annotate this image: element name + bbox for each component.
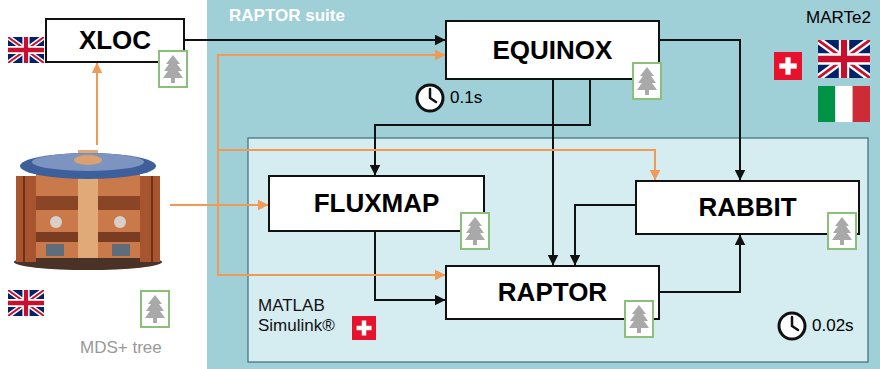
swiss-flag: [774, 52, 802, 80]
signal-arrow: [575, 205, 635, 265]
tree-icon-frame: [461, 213, 489, 249]
tokamak-illustration: [24, 176, 152, 262]
process-box: EQUINOX: [445, 20, 660, 80]
tree-icon-shape: [145, 295, 165, 323]
signal-arrow: [660, 235, 740, 292]
signal-arrow: [375, 80, 590, 175]
tree-icon-frame: [159, 51, 187, 87]
tokamak-illustration: [20, 153, 156, 179]
tree-icon: [460, 212, 490, 250]
tree-icon-frame: [625, 301, 653, 337]
uk-flag: [8, 37, 44, 63]
tree-icon: [158, 50, 188, 88]
tree-icon-frame: [633, 63, 661, 99]
tree-icon-shape: [832, 217, 852, 245]
italy-flag: [818, 86, 870, 122]
clock-icon: [779, 313, 805, 339]
source-caption: MDS+ tree: [80, 338, 240, 358]
box-title: EQUINOX: [493, 36, 613, 65]
panel-heading: MATLAB Simulink®: [258, 296, 358, 335]
panel-fill: [248, 138, 868, 362]
cycle-time: 0.1s: [450, 88, 482, 108]
tokamak-illustration: [16, 176, 36, 262]
tokamak-illustration: [50, 216, 62, 228]
tree-icon: [632, 62, 662, 100]
process-box: RABBIT: [635, 180, 860, 235]
suite-panel: RAPTOR suiteEQUINOXMATLAB Simulink®FLUXM…: [207, 0, 880, 369]
tree-icon: [624, 300, 654, 338]
process-box: RAPTOR: [445, 265, 660, 320]
data-feed-arrow: [96, 63, 98, 145]
swiss-flag: [774, 52, 802, 80]
tokamak-source: MDS+ tree: [10, 145, 170, 270]
signal-arrow: [185, 39, 445, 41]
process-box: XLOC: [45, 18, 185, 63]
tree-icon-frame: [828, 213, 856, 249]
tokamak-illustration: [114, 216, 126, 228]
uk-flag: [8, 37, 44, 63]
swiss-flag: [352, 316, 376, 340]
uk-flag: [818, 40, 870, 78]
clock-icon: [417, 85, 443, 111]
tree-icon: [827, 212, 857, 250]
tokamak-illustration: [46, 244, 64, 256]
box-title: RAPTOR: [498, 278, 607, 307]
process-box: FLUXMAP: [268, 175, 485, 232]
tree-icon-frame: [141, 291, 169, 327]
tree-icon: [140, 290, 170, 328]
uk-flag: [8, 290, 44, 316]
signal-arrow: [375, 232, 445, 300]
tokamak-illustration: [14, 150, 162, 270]
tree-icon-shape: [163, 55, 183, 83]
tokamak-illustration: [74, 155, 102, 165]
signal-arrow: [552, 80, 554, 265]
cycle-time: 0.02s: [812, 316, 854, 336]
tokamak-illustration: [112, 244, 130, 256]
tree-icon-shape: [629, 305, 649, 333]
swiss-flag: [352, 316, 376, 340]
signal-arrow: [660, 40, 740, 180]
clock-icon: [779, 313, 805, 339]
box-title: RABBIT: [698, 193, 796, 222]
italy-flag: [818, 86, 870, 122]
box-title: XLOC: [79, 26, 151, 55]
tree-icon-shape: [465, 217, 485, 245]
tokamak-illustration: [140, 176, 160, 262]
clock-icon: [417, 85, 443, 111]
tree-icon-shape: [637, 67, 657, 95]
uk-flag: [818, 40, 870, 78]
box-title: FLUXMAP: [314, 189, 440, 218]
simulink-panel: MATLAB Simulink® FLUXMAP RABBIT RAPTOR: [248, 138, 868, 362]
tokamak-illustration: [32, 153, 144, 171]
uk-flag: [8, 290, 44, 316]
framework-label: MARTe2: [806, 8, 871, 28]
